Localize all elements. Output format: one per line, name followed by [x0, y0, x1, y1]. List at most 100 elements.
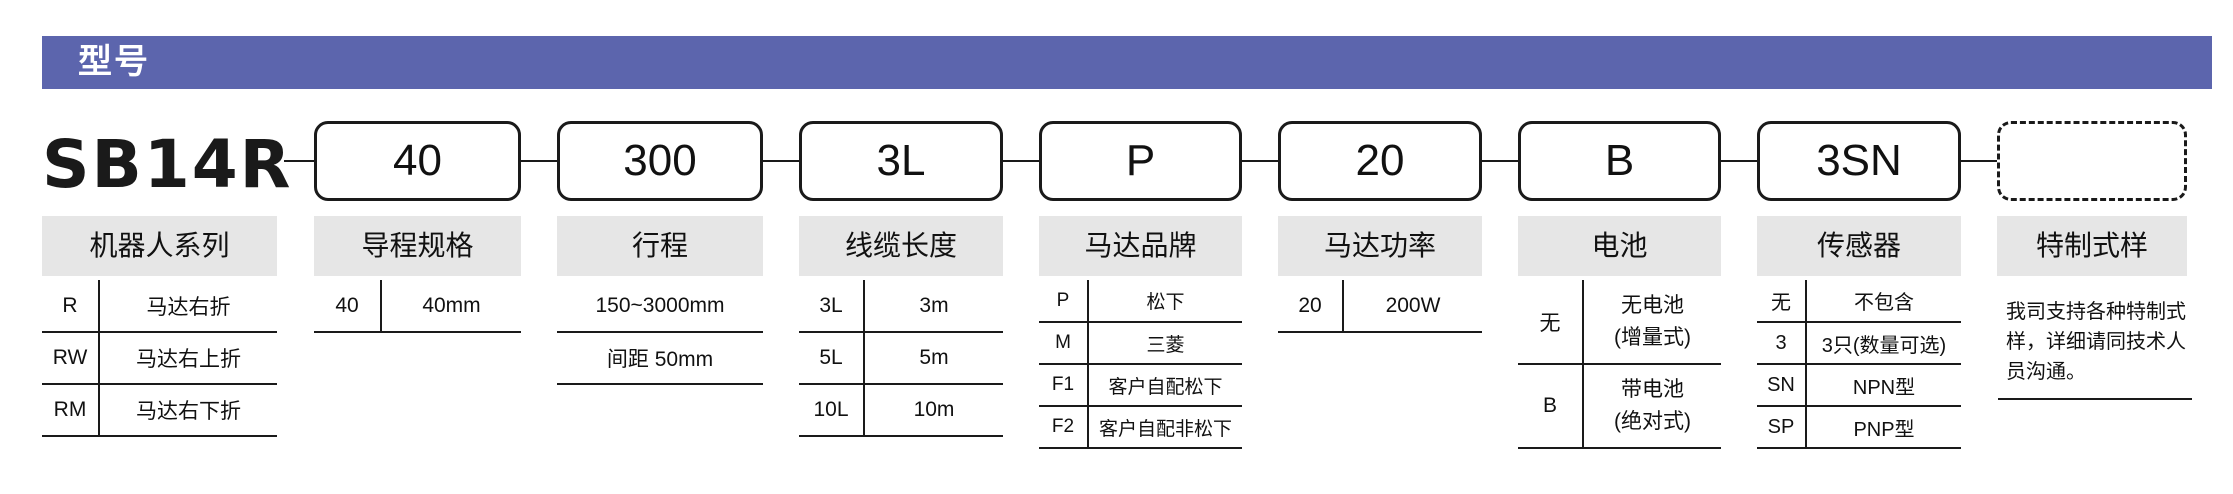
table-row: 5L 5m [799, 332, 1003, 385]
label-custom: 特制式样 [1997, 216, 2187, 276]
series-value: 马达右折 [99, 280, 277, 333]
table-row: SP PNP型 [1757, 406, 1961, 449]
power-key: 20 [1278, 280, 1344, 333]
stroke-table: 150~3000mm 间距 50mm [557, 280, 763, 385]
label-lead: 导程规格 [314, 216, 521, 276]
connector-line [521, 160, 557, 162]
motor-value: 三菱 [1088, 322, 1242, 365]
label-series: 机器人系列 [42, 216, 277, 276]
connector-line [284, 160, 314, 162]
motor-value: 松下 [1088, 280, 1242, 323]
code-box-power: 20 [1278, 121, 1482, 201]
sensor-key: SN [1757, 364, 1807, 407]
code-box-stroke: 300 [557, 121, 763, 201]
battery-value: 无电池 (增量式) [1583, 280, 1721, 365]
stroke-value: 间距 50mm [557, 332, 763, 385]
connector-line [1003, 160, 1039, 162]
table-row: P 松下 [1039, 280, 1242, 323]
motor-key: P [1039, 280, 1089, 323]
custom-note: 我司支持各种特制式样，详细请同技术人员沟通。 [2006, 299, 2186, 383]
table-row: 40 40mm [314, 280, 521, 333]
sensor-value: 不包含 [1806, 280, 1961, 323]
series-value: 马达右下折 [99, 384, 277, 437]
table-row: 3 3只(数量可选) [1757, 322, 1961, 365]
lead-table: 40 40mm [314, 280, 521, 333]
code-box-battery: B [1518, 121, 1721, 201]
table-row: B 带电池 (绝对式) [1518, 364, 1721, 449]
code-box-custom [1997, 121, 2187, 201]
code-box-motor: P [1039, 121, 1242, 201]
table-row: RW 马达右上折 [42, 332, 277, 385]
table-row: 3L 3m [799, 280, 1003, 333]
table-row: 150~3000mm [557, 280, 763, 333]
page-title: 型号 [78, 42, 150, 82]
table-row: 间距 50mm [557, 332, 763, 385]
cable-value: 5m [864, 332, 1003, 385]
label-sensor: 传感器 [1757, 216, 1961, 276]
label-battery: 电池 [1518, 216, 1721, 276]
motor-key: M [1039, 322, 1089, 365]
table-row: M 三菱 [1039, 322, 1242, 365]
series-value: 马达右上折 [99, 332, 277, 385]
model-code-prefix: SB14R [42, 126, 293, 203]
sensor-value: 3只(数量可选) [1806, 322, 1961, 365]
power-value: 200W [1343, 280, 1482, 333]
series-key: R [42, 280, 100, 333]
motor-table: P 松下 M 三菱 F1 客户自配松下 F2 客户自配非松下 [1039, 280, 1242, 449]
table-row: F2 客户自配非松下 [1039, 406, 1242, 449]
battery-value-line1: 无电池 [1621, 293, 1684, 317]
stroke-value: 150~3000mm [557, 280, 763, 333]
battery-table: 无 无电池 (增量式) B 带电池 (绝对式) [1518, 280, 1721, 449]
battery-value-line2: (绝对式) [1614, 410, 1691, 433]
cable-table: 3L 3m 5L 5m 10L 10m [799, 280, 1003, 437]
table-row: RM 马达右下折 [42, 384, 277, 437]
cable-key: 10L [799, 384, 865, 437]
battery-value-line1: 带电池 [1621, 378, 1684, 401]
code-box-cable: 3L [799, 121, 1003, 201]
label-power: 马达功率 [1278, 216, 1482, 276]
cable-value: 3m [864, 280, 1003, 333]
label-stroke: 行程 [557, 216, 763, 276]
series-key: RW [42, 332, 100, 385]
series-key: RM [42, 384, 100, 437]
sensor-value: NPN型 [1806, 364, 1961, 407]
sensor-key: 无 [1757, 280, 1807, 323]
table-row: R 马达右折 [42, 280, 277, 333]
connector-line [1961, 160, 1997, 162]
sensor-table: 无 不包含 3 3只(数量可选) SN NPN型 SP PNP型 [1757, 280, 1961, 449]
connector-line [1721, 160, 1757, 162]
lead-value: 40mm [381, 280, 521, 333]
label-cable: 线缆长度 [799, 216, 1003, 276]
battery-value-line2: (增量式) [1614, 325, 1691, 349]
sensor-key: 3 [1757, 322, 1807, 365]
motor-key: F2 [1039, 406, 1089, 449]
battery-key: B [1518, 364, 1584, 449]
sensor-value: PNP型 [1806, 406, 1961, 449]
table-row: 10L 10m [799, 384, 1003, 437]
connector-line [1242, 160, 1278, 162]
table-row: F1 客户自配松下 [1039, 364, 1242, 407]
connector-line [763, 160, 799, 162]
cable-key: 3L [799, 280, 865, 333]
code-box-lead: 40 [314, 121, 521, 201]
battery-value: 带电池 (绝对式) [1583, 364, 1721, 449]
label-motor: 马达品牌 [1039, 216, 1242, 276]
custom-note-underline [1998, 398, 2192, 400]
battery-key: 无 [1518, 280, 1584, 365]
connector-line [1482, 160, 1518, 162]
series-table: R 马达右折 RW 马达右上折 RM 马达右下折 [42, 280, 277, 437]
motor-value: 客户自配非松下 [1088, 406, 1242, 449]
lead-key: 40 [314, 280, 382, 333]
cable-key: 5L [799, 332, 865, 385]
motor-key: F1 [1039, 364, 1089, 407]
sensor-key: SP [1757, 406, 1807, 449]
motor-value: 客户自配松下 [1088, 364, 1242, 407]
table-row: 无 不包含 [1757, 280, 1961, 323]
table-row: 20 200W [1278, 280, 1482, 333]
cable-value: 10m [864, 384, 1003, 437]
power-table: 20 200W [1278, 280, 1482, 333]
header-bar: 型号 [42, 36, 2212, 89]
table-row: 无 无电池 (增量式) [1518, 280, 1721, 365]
code-box-sensor: 3SN [1757, 121, 1961, 201]
table-row: SN NPN型 [1757, 364, 1961, 407]
